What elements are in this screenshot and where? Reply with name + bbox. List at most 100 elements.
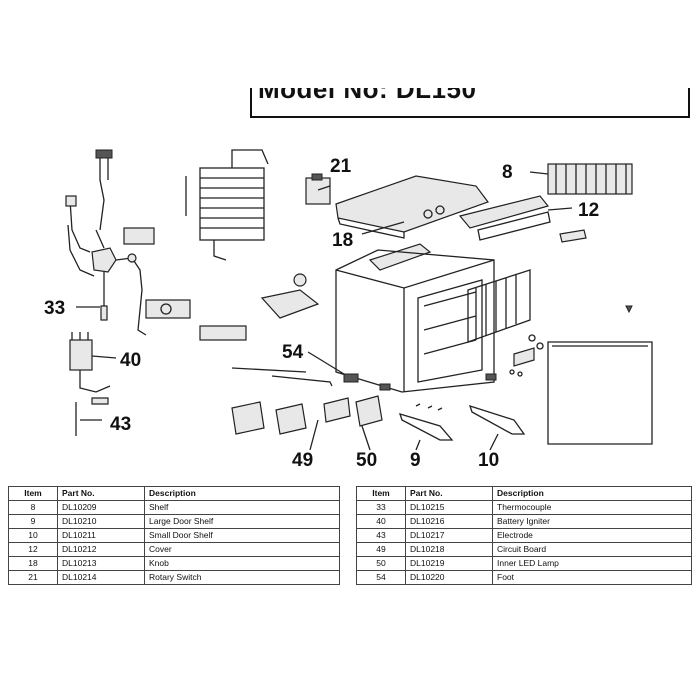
part-no-cell: DL10210	[57, 514, 145, 529]
exploded-parts-diagram: 21 8 12 18 33 40 54 43 49 50 9 10	[44, 149, 653, 471]
description-cell: Inner LED Lamp	[492, 556, 692, 571]
callout-40: 40	[120, 350, 141, 371]
callout-33: 33	[44, 298, 65, 319]
burner-box-part	[145, 299, 191, 319]
small-door-shelf-part	[468, 404, 526, 435]
callout-8: 8	[502, 162, 513, 183]
callout-21: 21	[330, 156, 352, 177]
part-no-cell: DL10213	[57, 556, 145, 571]
description-cell: Small Door Shelf	[144, 528, 340, 543]
header-part-no: Part No.	[57, 486, 145, 501]
callout-10: 10	[478, 450, 499, 471]
callout-12: 12	[578, 200, 599, 221]
cooling-unit-part	[185, 149, 269, 261]
part-no-cell: DL10214	[57, 570, 145, 585]
cabinet-body-part	[335, 249, 495, 393]
item-cell: 21	[8, 570, 58, 585]
callout-54: 54	[282, 342, 304, 363]
top-panel-part	[335, 175, 489, 239]
description-cell: Knob	[144, 556, 340, 571]
power-cord-part	[65, 149, 113, 277]
callout-9: 9	[410, 450, 421, 471]
description-cell: Battery Igniter	[492, 514, 692, 529]
description-cell: Electrode	[492, 528, 692, 543]
part-no-cell: DL10211	[57, 528, 145, 543]
description-cell: Rotary Switch	[144, 570, 340, 585]
table-header-row: Item Part No. Description	[356, 486, 692, 501]
cover-plate-part	[123, 227, 155, 245]
part-no-cell: DL10217	[405, 528, 493, 543]
item-cell: 49	[356, 542, 406, 557]
led-housing-part	[323, 397, 351, 423]
callout-49: 49	[292, 450, 313, 471]
thermocouple-part	[100, 272, 108, 321]
cover-part	[458, 195, 551, 241]
callout-43: 43	[110, 414, 131, 435]
rotary-switch-part	[305, 173, 331, 205]
description-cell: Thermocouple	[492, 500, 692, 515]
hardware-part	[509, 305, 633, 377]
item-cell: 50	[356, 556, 406, 571]
item-cell: 54	[356, 570, 406, 585]
knob-panel-part	[368, 243, 432, 271]
shelf-rack-part	[467, 269, 531, 343]
part-no-cell: DL10215	[405, 500, 493, 515]
knob-part	[293, 273, 307, 287]
item-cell: 43	[356, 528, 406, 543]
gas-valve-part	[91, 247, 147, 336]
wire-harness-part	[231, 367, 333, 387]
item-cell: 33	[356, 500, 406, 515]
callout-50: 50	[356, 450, 377, 471]
control-panel-part	[260, 289, 320, 319]
description-cell: Foot	[492, 570, 692, 585]
burner-tube-part	[199, 325, 247, 341]
part-no-cell: DL10220	[405, 570, 493, 585]
vent-grille-part	[547, 163, 633, 195]
description-cell: Large Door Shelf	[144, 514, 340, 529]
foot-part	[343, 373, 497, 391]
part-no-cell: DL10219	[405, 556, 493, 571]
description-cell: Shelf	[144, 500, 340, 515]
led-lamp-part	[355, 395, 383, 427]
table-header-row: Item Part No. Description	[8, 486, 340, 501]
part-no-cell: DL10216	[405, 514, 493, 529]
item-cell: 9	[8, 514, 58, 529]
header-item: Item	[8, 486, 58, 501]
door-part	[547, 341, 653, 445]
item-cell: 10	[8, 528, 58, 543]
header-description: Description	[492, 486, 692, 501]
header-item: Item	[356, 486, 406, 501]
header-description: Description	[144, 486, 340, 501]
circuit-board-part	[231, 401, 307, 435]
large-door-shelf-part	[398, 403, 454, 441]
item-cell: 18	[8, 556, 58, 571]
description-cell: Cover	[144, 542, 340, 557]
item-cell: 40	[356, 514, 406, 529]
leader-lines	[76, 171, 573, 451]
electrode-part	[75, 397, 109, 436]
part-no-cell: DL10218	[405, 542, 493, 557]
header-part-no: Part No.	[405, 486, 493, 501]
description-cell: Circuit Board	[492, 542, 692, 557]
battery-igniter-part	[69, 332, 111, 393]
item-cell: 12	[8, 542, 58, 557]
part-no-cell: DL10212	[57, 542, 145, 557]
model-title: Model No: DL150	[258, 88, 477, 104]
callout-18: 18	[332, 230, 353, 251]
part-no-cell: DL10209	[57, 500, 145, 515]
item-cell: 8	[8, 500, 58, 515]
